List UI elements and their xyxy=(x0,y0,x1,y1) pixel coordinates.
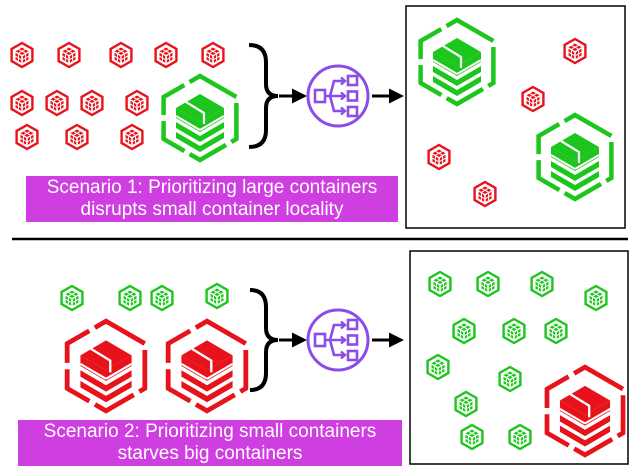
small-container-icon xyxy=(428,270,452,298)
small-container-icon xyxy=(10,41,34,69)
small-container-icon xyxy=(205,282,229,310)
small-container-icon xyxy=(57,41,81,69)
small-container-icon xyxy=(460,423,484,451)
brace-icon xyxy=(249,288,279,392)
small-container-icon xyxy=(530,270,554,298)
large-container-icon xyxy=(421,20,494,104)
small-container-icon xyxy=(476,270,500,298)
scenario1-result-box xyxy=(405,5,626,229)
small-container-icon xyxy=(563,37,587,65)
small-container-icon xyxy=(154,41,178,69)
scenario2-result-group xyxy=(426,270,623,455)
scheduler-icon xyxy=(306,308,370,372)
small-container-icon xyxy=(454,390,478,418)
scenario1-input-group xyxy=(10,41,237,160)
large-container-icon xyxy=(539,115,612,199)
small-container-icon xyxy=(80,89,104,117)
small-container-icon xyxy=(150,284,174,312)
small-container-icon xyxy=(521,85,545,113)
large-container-icon xyxy=(547,367,623,455)
small-container-icon xyxy=(473,180,497,208)
scenario1 xyxy=(10,5,626,229)
small-container-icon xyxy=(60,284,84,312)
small-container-icon xyxy=(452,317,476,345)
scenario2 xyxy=(60,250,629,465)
large-container-icon xyxy=(168,321,246,411)
scenario1-caption-line2: disrupts small container locality xyxy=(80,199,344,220)
scenario1-result-group xyxy=(421,20,612,208)
scenario1-caption: Scenario 1: Prioritizing large container… xyxy=(26,176,398,222)
small-container-icon xyxy=(10,89,34,117)
small-container-icon xyxy=(508,423,532,451)
scenario1-caption-line1: Scenario 1: Prioritizing large container… xyxy=(46,177,378,198)
small-container-icon xyxy=(427,143,451,171)
small-container-icon xyxy=(109,41,133,69)
large-container-icon xyxy=(164,76,237,160)
scenario2-input-group xyxy=(60,282,246,411)
brace-icon xyxy=(248,43,279,149)
scenario2-result-box xyxy=(409,250,629,465)
scenario2-caption-line1: Scenario 2: Prioritizing small container… xyxy=(43,421,377,442)
small-container-icon xyxy=(584,284,608,312)
small-container-icon xyxy=(45,89,69,117)
small-container-icon xyxy=(502,317,526,345)
scheduler-icon xyxy=(306,64,370,128)
small-container-icon xyxy=(65,123,89,151)
small-container-icon xyxy=(544,317,568,345)
small-container-icon xyxy=(201,41,225,69)
small-container-icon xyxy=(426,353,450,381)
small-container-icon xyxy=(498,365,522,393)
small-container-icon xyxy=(120,123,144,151)
small-container-icon xyxy=(15,123,39,151)
small-container-icon xyxy=(118,284,142,312)
large-container-icon xyxy=(67,321,145,411)
scenario2-caption: Scenario 2: Prioritizing small container… xyxy=(18,420,402,466)
small-container-icon xyxy=(125,89,149,117)
scenario2-caption-line2: starves big containers xyxy=(117,443,303,464)
